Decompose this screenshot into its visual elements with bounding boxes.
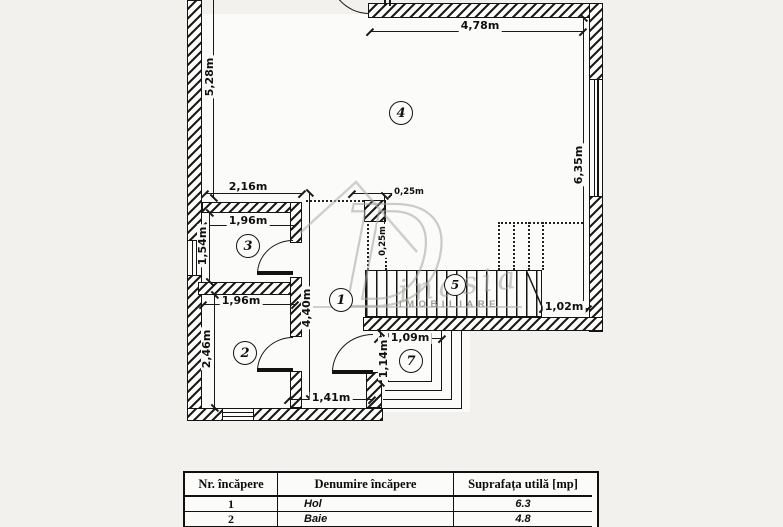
area-table: Nr. încăpere Denumire încăpere Suprafața… [183, 471, 599, 527]
wall-under-stairs [363, 317, 603, 331]
table-row2-number: 2 [185, 512, 278, 527]
dimline-room2-height [214, 295, 215, 408]
door-leaf-hall [332, 370, 373, 374]
dimension-label-pillar-width: 0,25m [392, 186, 426, 198]
room-circle-7: 7 [399, 349, 423, 373]
room-7-number: 7 [406, 353, 416, 369]
top-edge-tick-2 [389, 0, 391, 6]
dimension-label-hall-height: 4,40m [300, 286, 313, 330]
room-circle-2: 2 [233, 341, 257, 365]
room-circle-1: 1 [329, 288, 353, 312]
dimension-label-room7-height: 1,14m [377, 337, 390, 381]
door-leaf-room3 [257, 271, 293, 275]
table-row1-area: 6.3 [454, 497, 592, 512]
dotted-stair-tread-3 [528, 222, 530, 270]
dimension-label-right-height: 6,35m [572, 143, 585, 187]
door-leaf-room2 [257, 368, 293, 372]
dimension-label-room3-width: 1,96m [226, 214, 270, 227]
top-edge-tick-1 [384, 0, 386, 6]
table-header-name: Denumire încăpere [278, 473, 454, 497]
wall-room3-top [202, 202, 302, 213]
dimension-label-hall-bottom: 1,41m [309, 391, 353, 404]
winder-step-2 [383, 331, 452, 400]
table-row1-number: 1 [185, 497, 278, 512]
room-circle-3: 3 [236, 234, 260, 258]
dotted-line-pillar-a [367, 224, 369, 270]
dimline-room3-height [209, 213, 210, 282]
watermark-label: IMOBILIARE [399, 299, 500, 310]
dimension-label-left-height: 5,28m [203, 55, 216, 99]
winder-step-3 [381, 331, 462, 409]
room-4-number: 4 [396, 105, 406, 121]
room-1-number: 1 [336, 292, 346, 308]
room-circle-4: 4 [389, 101, 413, 125]
room-5-number: 5 [450, 278, 460, 292]
door-arc-top-cut [327, 0, 369, 14]
table-row2-name: Baie [278, 512, 454, 527]
window-right-wall [589, 79, 603, 197]
dimension-label-room3-height: 1,54m [196, 224, 209, 268]
dimension-label-room7-width: 1,09m [388, 331, 432, 344]
dimension-label-pillar-height: 0,25m [377, 224, 389, 258]
dotted-stair-tread-2 [513, 222, 515, 270]
room-circle-5: 5 [444, 274, 466, 296]
wall-left [187, 0, 202, 421]
dimension-label-stair-landing: 1,02m [542, 300, 586, 313]
winder-step-1 [385, 331, 442, 391]
pillar [364, 200, 386, 222]
wall-room-divider [198, 282, 302, 295]
room-3-number: 3 [243, 238, 253, 254]
dimension-label-top-width: 4,78m [458, 19, 502, 32]
table-header-area: Suprafața utilă [mp] [454, 473, 592, 497]
wall-top [368, 3, 603, 18]
dimline-left-height [213, 0, 214, 198]
dimline-pillar-width [352, 193, 392, 194]
wall-hall-lower [290, 371, 302, 408]
dotted-stair-projection-top [498, 222, 583, 224]
table-header-number: Nr. încăpere [185, 473, 278, 497]
dimline-room3-top-width [205, 193, 302, 194]
dimension-label-room3-top-width: 2,16m [226, 180, 270, 193]
room-2-number: 2 [240, 345, 250, 361]
window-bottom-wall [222, 408, 254, 421]
table-row1-name: Hol [278, 497, 454, 512]
dimension-label-room2-width: 1,96m [219, 294, 263, 307]
table-row2-area: 4.8 [454, 512, 592, 527]
dotted-stair-tread-4 [542, 222, 544, 270]
dimension-label-room2-height: 2,46m [200, 327, 213, 371]
dotted-stair-tread-1 [498, 222, 500, 270]
dotted-line-hall-top [306, 200, 364, 202]
